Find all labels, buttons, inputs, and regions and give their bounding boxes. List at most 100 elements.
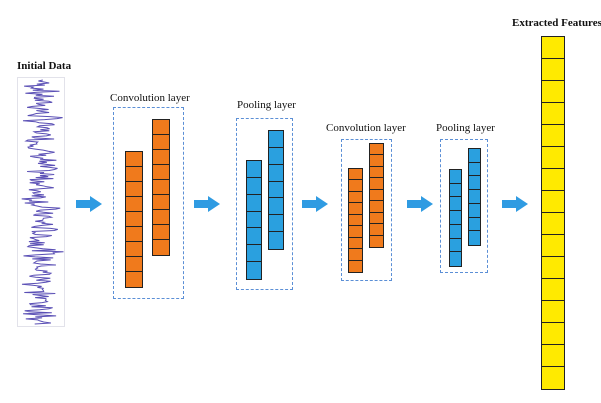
grid-cell [370, 178, 383, 190]
grid-cell [269, 165, 283, 182]
pooled-map-column [246, 160, 262, 280]
grid-cell [542, 147, 564, 169]
grid-cell [542, 37, 564, 59]
grid-cell [126, 227, 142, 242]
grid-cell [542, 169, 564, 191]
right-arrow-icon [194, 196, 220, 212]
grid-cell [269, 215, 283, 233]
initial-data-label: Initial Data [17, 60, 72, 72]
right-arrow-icon [407, 196, 433, 212]
grid-cell [542, 323, 564, 345]
grid-cell [450, 197, 461, 212]
right-arrow-icon [302, 196, 328, 212]
grid-cell [349, 215, 362, 227]
grid-cell [247, 228, 261, 246]
right-arrow-icon [502, 196, 528, 212]
pooled-map-column [268, 130, 284, 250]
grid-cell [269, 131, 283, 148]
grid-cell [542, 191, 564, 213]
grid-cell [153, 210, 169, 225]
grid-cell [247, 161, 261, 178]
grid-cell [153, 135, 169, 150]
grid-cell [269, 198, 283, 216]
grid-cell [153, 225, 169, 240]
grid-cell [542, 103, 564, 125]
feature-map-column [125, 151, 143, 288]
grid-cell [370, 190, 383, 202]
grid-cell [269, 148, 283, 165]
extracted-features-column [541, 36, 565, 390]
feature-map-column [348, 168, 363, 273]
grid-cell [469, 218, 480, 232]
grid-cell [370, 167, 383, 179]
grid-cell [469, 163, 480, 177]
pooled-map-column [449, 169, 462, 267]
grid-cell [469, 190, 480, 204]
grid-cell [469, 231, 480, 245]
grid-cell [542, 59, 564, 81]
grid-cell [542, 367, 564, 389]
convolution-layer-2-label: Convolution layer [326, 122, 406, 134]
grid-cell [153, 165, 169, 180]
grid-cell [450, 170, 461, 184]
grid-cell [349, 249, 362, 261]
pooled-map-column [468, 148, 481, 246]
grid-cell [349, 192, 362, 204]
grid-cell [349, 169, 362, 181]
grid-cell [247, 195, 261, 212]
grid-cell [153, 150, 169, 165]
grid-cell [247, 212, 261, 229]
grid-cell [469, 176, 480, 191]
grid-cell [126, 212, 142, 227]
grid-cell [247, 178, 261, 195]
convolution-layer-1-box [113, 107, 184, 299]
grid-cell [349, 180, 362, 192]
grid-cell [269, 232, 283, 249]
grid-cell [247, 245, 261, 263]
feature-map-column [369, 143, 384, 248]
pooling-layer-2-label: Pooling layer [436, 122, 495, 134]
grid-cell [349, 226, 362, 238]
grid-cell [349, 261, 362, 272]
grid-cell [542, 235, 564, 257]
grid-cell [126, 167, 142, 182]
signal-line [21, 79, 64, 325]
grid-cell [349, 238, 362, 250]
grid-cell [450, 239, 461, 253]
signal-path [21, 79, 64, 325]
grid-cell [269, 182, 283, 199]
grid-cell [126, 242, 142, 257]
grid-cell [126, 182, 142, 197]
grid-cell [542, 301, 564, 323]
grid-cell [542, 345, 564, 367]
grid-cell [450, 211, 461, 225]
pooling-layer-1-label: Pooling layer [237, 99, 296, 111]
grid-cell [349, 203, 362, 215]
grid-cell [542, 81, 564, 103]
grid-cell [542, 279, 564, 301]
grid-cell [450, 184, 461, 198]
grid-cell [370, 144, 383, 156]
grid-cell [370, 213, 383, 225]
grid-cell [450, 252, 461, 266]
grid-cell [469, 149, 480, 163]
right-arrow-icon [76, 196, 102, 212]
grid-cell [542, 213, 564, 235]
grid-cell [247, 262, 261, 279]
grid-cell [370, 224, 383, 236]
grid-cell [542, 257, 564, 279]
grid-cell [370, 201, 383, 213]
pooling-layer-1-box [236, 118, 293, 290]
grid-cell [153, 240, 169, 255]
convolution-layer-2-box [341, 139, 392, 281]
grid-cell [450, 225, 461, 239]
grid-cell [469, 204, 480, 218]
convolution-layer-1-label: Convolution layer [110, 92, 190, 104]
grid-cell [126, 257, 142, 272]
grid-cell [542, 125, 564, 147]
feature-map-column [152, 119, 170, 256]
grid-cell [370, 155, 383, 167]
grid-cell [153, 180, 169, 195]
signal-waveform [17, 77, 65, 327]
grid-cell [126, 272, 142, 287]
